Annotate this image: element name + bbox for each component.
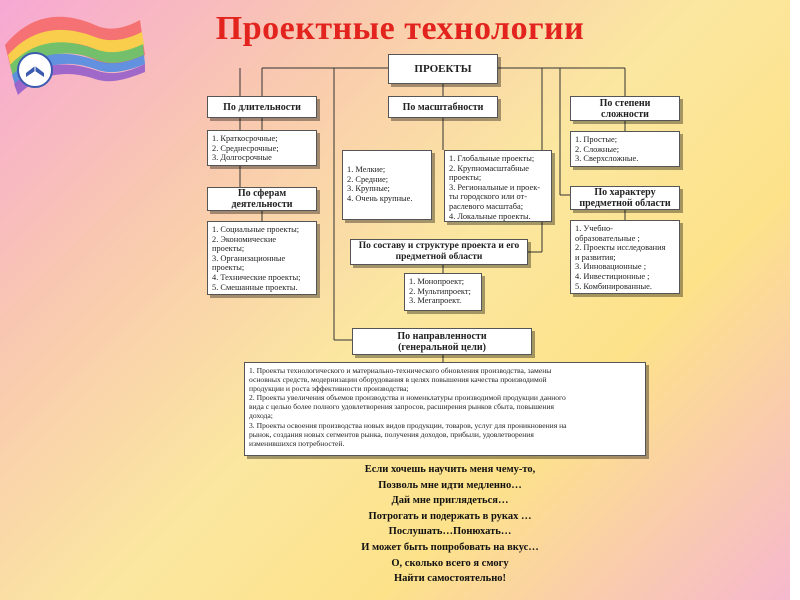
list-item: 2. Мультипроект;	[409, 286, 471, 296]
list-item: 3. Региональные и проек- ты городского и…	[449, 182, 541, 211]
list-item: 1. Глобальные проекты;	[449, 154, 535, 163]
list-item: 3. Инновационные ;	[575, 262, 647, 272]
direction-header-label: По направленности (генеральной цели)	[397, 330, 487, 353]
list-item: 4. Технические проекты;	[212, 272, 301, 282]
duration-header-label: По длительности	[223, 101, 301, 113]
node-subject-header: По характеру предметной области	[570, 186, 680, 210]
root-node-projects: ПРОЕКТЫ	[388, 54, 498, 84]
list-item: 1. Монопроект;	[409, 277, 465, 286]
composition-header-label: По составу и структуре проекта и его пре…	[358, 241, 520, 262]
node-scale-list-right: 1. Глобальные проекты; 2. Крупномасштабн…	[444, 150, 552, 222]
node-duration-list: 1. Краткосрочные; 2. Среднесрочные; 3. Д…	[207, 130, 317, 166]
list-item: 1. Краткосрочные;	[212, 134, 278, 143]
list-item: 2. Средние;	[347, 174, 389, 184]
node-complexity-list: 1. Простые; 2. Сложные; 3. Сверхсложные.	[570, 131, 680, 167]
spheres-header-label: По сферам деятельности	[231, 188, 293, 210]
node-subject-list: 1. Учебно- образовательные ; 2. Проекты …	[570, 220, 680, 294]
poem-line: Если хочешь научить меня чему-то,	[364, 464, 536, 475]
node-spheres-list: 1. Социальные проекты; 2. Экономические …	[207, 221, 317, 295]
rainbow-flag-book-logo	[5, 16, 145, 95]
list-item: 1. Проекты технологического и материальн…	[249, 366, 552, 394]
poem-line: О, сколько всего я смогу	[391, 557, 509, 569]
node-duration-header: По длительности	[207, 96, 317, 118]
list-item: 2. Проекты увеличения объемов производст…	[249, 393, 566, 421]
node-scale-header: По масштабности	[388, 96, 498, 118]
list-item: 3. Крупные;	[347, 184, 390, 194]
list-item: 3. Мегапроект.	[409, 296, 462, 306]
poem-line: Позволь мне идти медленно…	[378, 479, 522, 491]
list-item: 2. Среднесрочные;	[212, 143, 279, 153]
list-item: 2. Экономические проекты;	[212, 234, 277, 254]
node-composition-header: По составу и структуре проекта и его пре…	[350, 239, 528, 265]
list-item: 2. Проекты исследования и развития;	[575, 243, 666, 262]
list-item: 1. Учебно- образовательные ;	[575, 224, 640, 243]
list-item: 3. Сверхсложные.	[575, 154, 639, 164]
complexity-header-label: По степени сложности	[599, 97, 651, 120]
list-item: 3. Проекты освоения производства новых в…	[249, 420, 567, 448]
node-direction-header: По направленности (генеральной цели)	[352, 328, 532, 355]
page-title: Проектные технологии	[215, 10, 585, 47]
poem-line: Послушать…Понюхать…	[388, 526, 512, 538]
node-scale-list-left: 1. Мелкие; 2. Средние; 3. Крупные; 4. Оч…	[342, 150, 432, 220]
list-item: 3. Организационные проекты;	[212, 253, 286, 273]
poem-line: Потрогать и подержать в руках …	[368, 510, 532, 522]
poem-line: И может быть попробовать на вкус…	[361, 541, 539, 553]
list-item: 1. Мелкие;	[347, 165, 386, 174]
list-item: 2. Крупномасштабные проекты;	[449, 163, 529, 183]
list-item: 4. Очень крупные.	[347, 193, 413, 203]
node-spheres-header: По сферам деятельности	[207, 187, 317, 211]
node-composition-list: 1. Монопроект; 2. Мультипроект; 3. Мегап…	[404, 273, 482, 311]
list-item: 3. Долгосрочные	[212, 153, 272, 163]
list-item: 4. Инвестиционные ;	[575, 271, 650, 281]
list-item: 5. Комбинированные.	[575, 281, 652, 291]
list-item: 1. Социальные проекты;	[212, 225, 300, 234]
right-frame-border	[790, 0, 800, 600]
poem-line: Найти самостоятельно!	[393, 573, 507, 585]
node-direction-list: 1. Проекты технологического и материальн…	[244, 362, 646, 456]
list-item: 1. Простые;	[575, 135, 618, 144]
node-complexity-header: По степени сложности	[570, 96, 680, 121]
poem-text: Если хочешь научить меня чему-то, Позвол…	[300, 462, 600, 587]
list-item: 5. Смешанные проекты.	[212, 282, 298, 292]
list-item: 4. Локальные проекты.	[449, 211, 531, 221]
list-item: 2. Сложные;	[575, 144, 620, 154]
root-label: ПРОЕКТЫ	[414, 62, 472, 75]
poem-line: Дай мне приглядеться…	[391, 495, 509, 507]
scale-header-label: По масштабности	[402, 101, 484, 113]
subject-header-label: По характеру предметной области	[579, 187, 671, 209]
